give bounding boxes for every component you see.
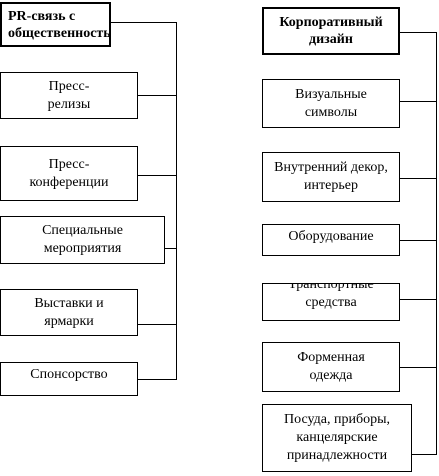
left-header-box: PR-связь с общественность bbox=[0, 2, 111, 47]
right-item-box: Визуальные символы bbox=[262, 79, 400, 128]
right-header-text: Корпоративный дизайн bbox=[279, 15, 383, 47]
left-item-text: Специальные мероприятия bbox=[42, 223, 123, 256]
left-item-box: Выставки и ярмарки bbox=[0, 289, 138, 336]
right-item-text: Транспортные средства bbox=[288, 283, 374, 310]
right-item-box: Форменная одежда bbox=[262, 342, 400, 392]
right-item-text: Посуда, приборы, канцелярские принадлежн… bbox=[284, 412, 390, 463]
left-item-text: Пресс-релизы bbox=[47, 78, 91, 112]
left-item-text: Спонсорство bbox=[30, 367, 108, 382]
left-item-text: Пресс-конференции bbox=[29, 156, 109, 190]
right-item-box: Оборудование bbox=[262, 224, 400, 256]
left-item-box: Пресс-конференции bbox=[0, 146, 138, 201]
right-item-box: Посуда, приборы, канцелярские принадлежн… bbox=[262, 404, 412, 472]
left-item-text: Выставки и ярмарки bbox=[34, 295, 104, 329]
right-item-text: Оборудование bbox=[288, 229, 374, 244]
left-item-box: Спонсорство bbox=[0, 362, 138, 396]
left-item-box: Пресс-релизы bbox=[0, 72, 138, 119]
right-header-box: Корпоративный дизайн bbox=[262, 7, 400, 55]
right-item-text: Внутренний декор, интерьер bbox=[274, 160, 388, 193]
right-item-box: Транспортные средства bbox=[262, 283, 400, 321]
right-item-box: Внутренний декор, интерьер bbox=[262, 152, 400, 202]
right-item-text: Форменная одежда bbox=[297, 350, 365, 383]
left-header-text: PR-связь с общественность bbox=[8, 8, 111, 41]
right-item-text: Визуальные символы bbox=[295, 86, 367, 120]
left-item-box: Специальные мероприятия bbox=[0, 216, 165, 264]
